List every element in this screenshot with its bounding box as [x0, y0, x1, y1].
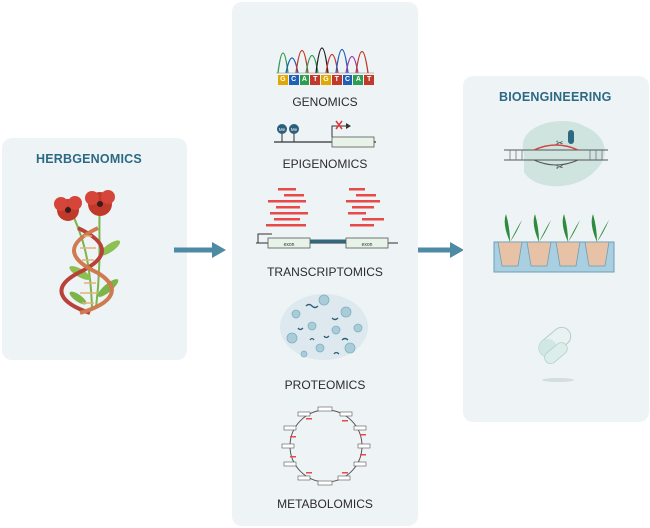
transcriptomics-illustration: exon exon	[256, 188, 398, 249]
base-tile: A	[299, 75, 310, 85]
herbgenomics-panel	[2, 138, 187, 360]
base-tile: T	[364, 75, 375, 85]
herb-dna-illustration	[54, 190, 121, 315]
svg-text:✂: ✂	[556, 163, 564, 173]
metabolomics-illustration	[281, 406, 371, 486]
exon-label-2: exon	[362, 242, 373, 248]
epigenomics-label: EPIGENOMICS	[282, 157, 368, 171]
base-tile: T	[331, 75, 342, 85]
gene-editing-illustration: ✂ ✂	[504, 121, 608, 187]
metabolomics-label: METABOLOMICS	[277, 497, 373, 511]
base-tile: C	[288, 75, 299, 85]
transcriptomics-label: TRANSCRIPTOMICS	[267, 265, 383, 279]
proteomics-label: PROTEOMICS	[284, 378, 366, 392]
capsule-illustration	[538, 326, 574, 382]
base-tile: G	[278, 75, 288, 85]
arrow-to-omics	[174, 242, 226, 258]
omics-panel	[232, 2, 418, 526]
methyl-mark-2: Me	[291, 127, 298, 132]
base-tile: A	[353, 75, 364, 85]
bioengineering-title: BIOENGINEERING	[499, 90, 612, 104]
epigenomics-illustration: Me Me	[274, 120, 376, 148]
base-tile: G	[321, 75, 331, 85]
genomics-label: GENOMICS	[292, 95, 358, 109]
methyl-mark-1: Me	[279, 127, 286, 132]
herbgenomics-title: HERBGENOMICS	[36, 152, 142, 166]
exon-label-1: exon	[284, 242, 295, 248]
chromatogram-illustration	[276, 47, 374, 74]
base-tile: T	[310, 75, 321, 85]
arrow-to-bioengineering	[412, 242, 464, 258]
base-tile: C	[342, 75, 353, 85]
svg-text:✂: ✂	[556, 139, 564, 149]
plant-culture-illustration	[493, 214, 615, 273]
proteomics-illustration	[280, 294, 368, 360]
